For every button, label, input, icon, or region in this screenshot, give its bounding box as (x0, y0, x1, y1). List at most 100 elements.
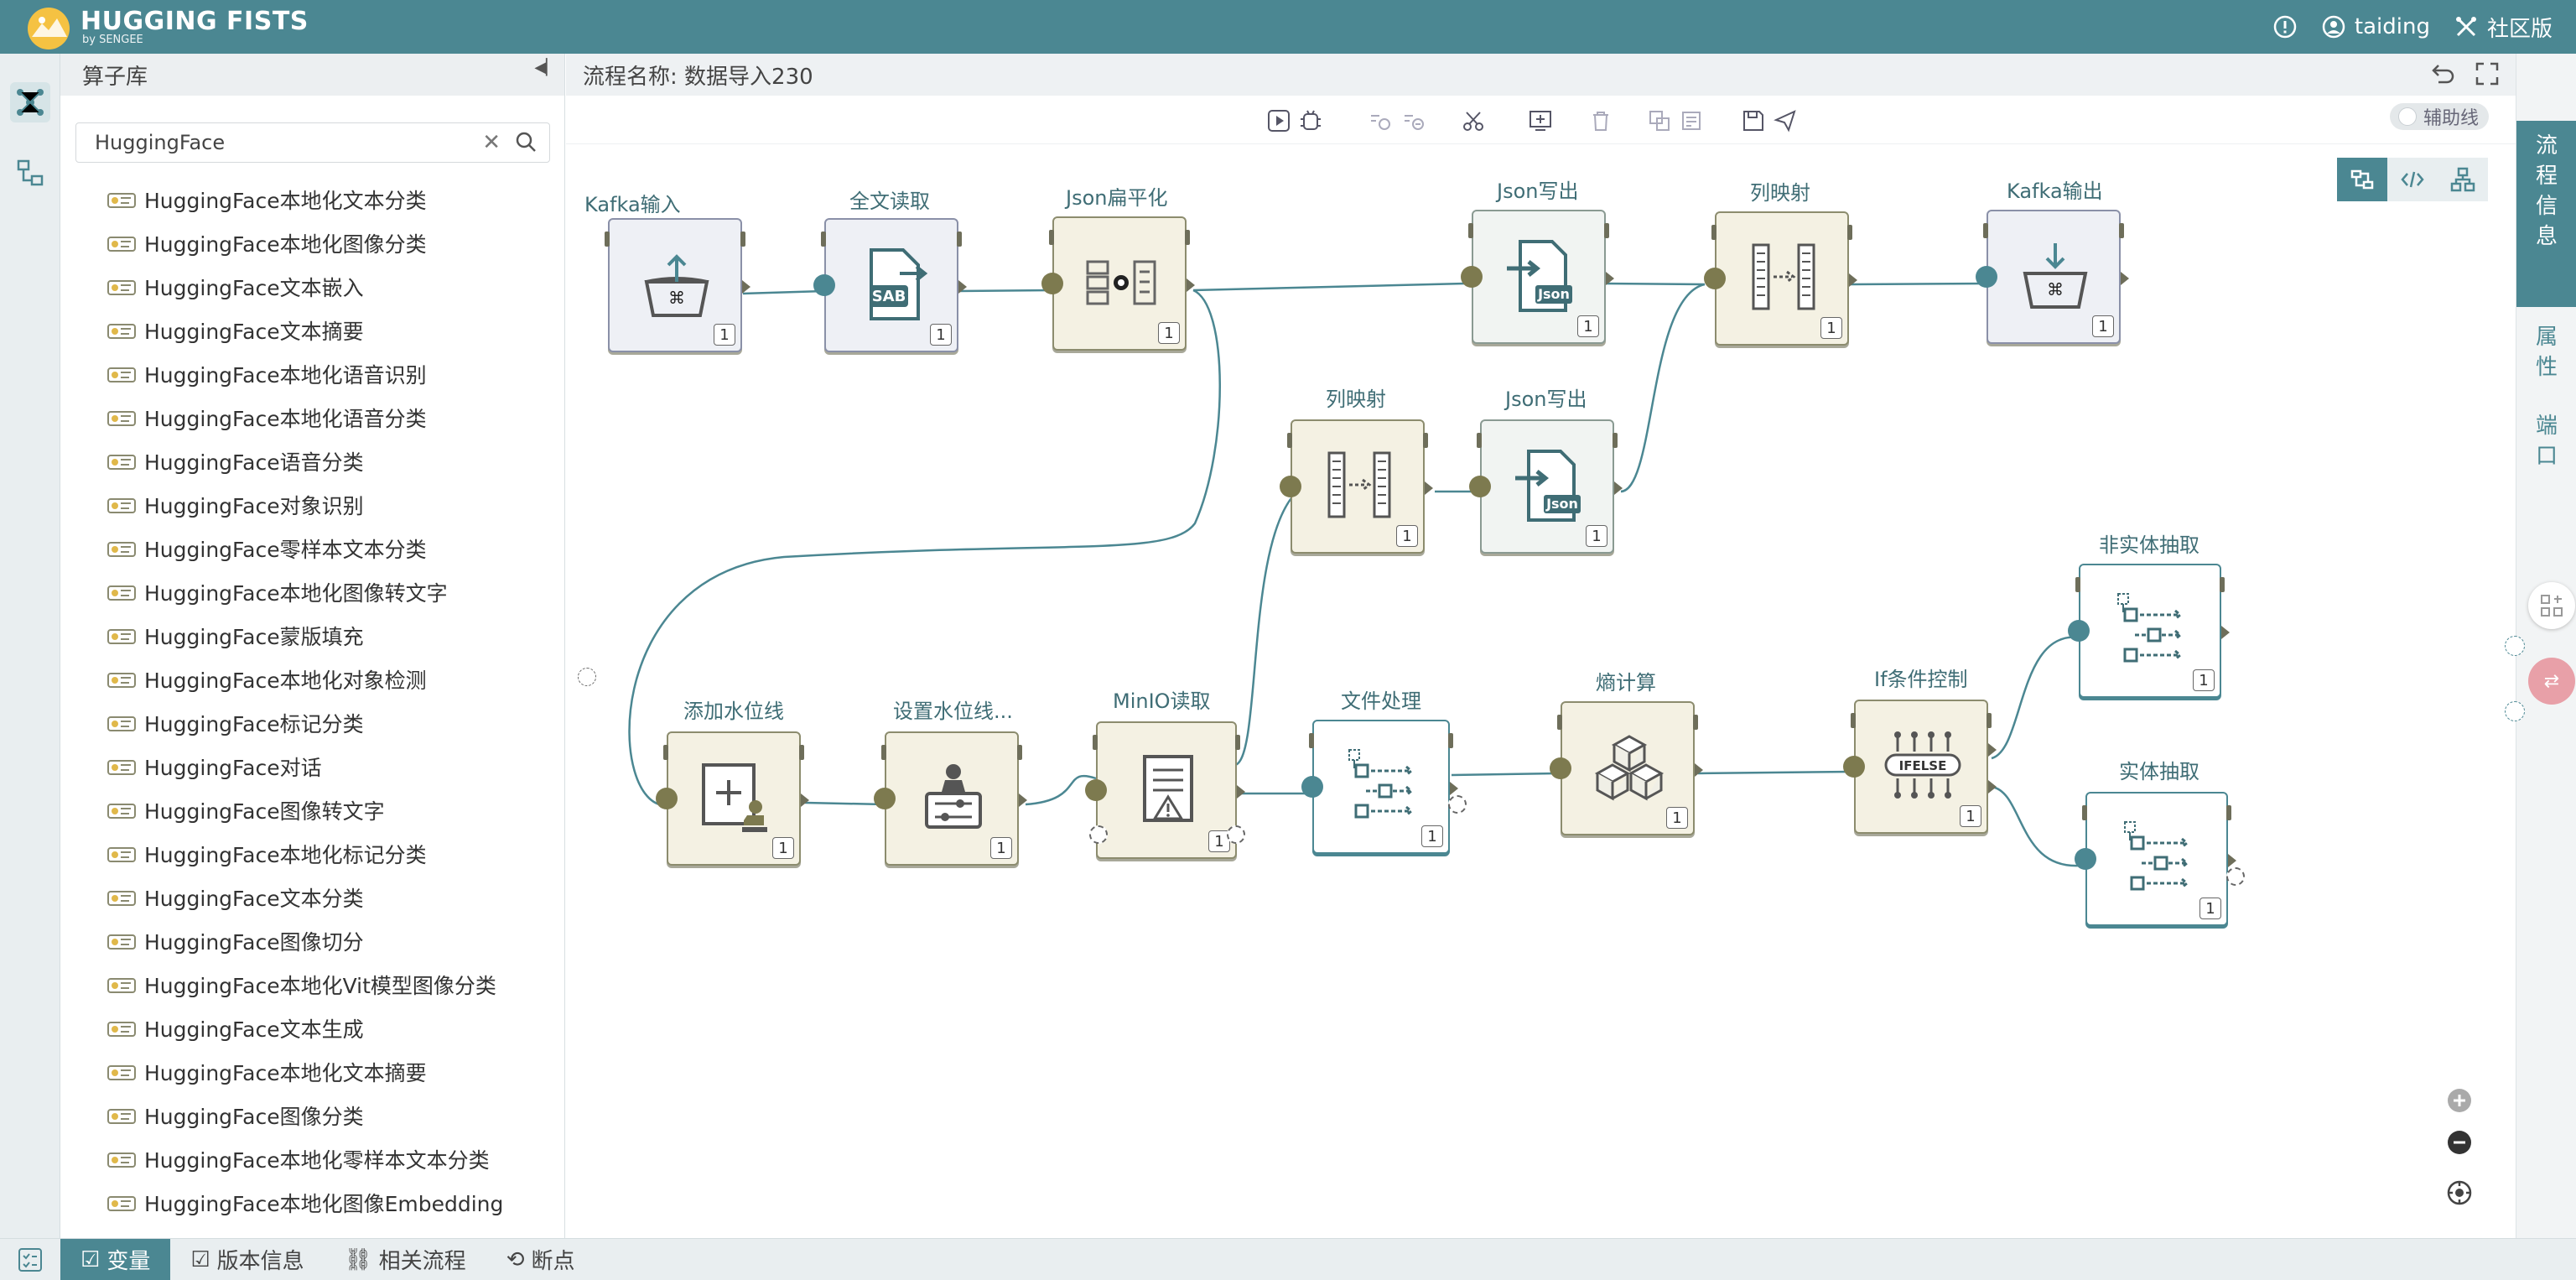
operator-item[interactable]: HuggingFace图像分类 (60, 1094, 565, 1137)
alert-button[interactable] (2272, 14, 2298, 39)
operator-item[interactable]: HuggingFace本地化图像分类 (60, 221, 565, 265)
input-port[interactable] (1550, 757, 1571, 779)
fullscreen-icon[interactable] (2474, 60, 2501, 87)
node-box[interactable]: 1 (1287, 419, 1433, 554)
tab-flow-info[interactable]: 流程信息 (2516, 121, 2576, 307)
output-arrow[interactable] (1614, 481, 1623, 495)
node-box[interactable]: 1 (1711, 211, 1857, 346)
operator-item[interactable]: HuggingFace本地化Vit模型图像分类 (60, 963, 565, 1007)
operator-item[interactable]: HuggingFace本地化对象检测 (60, 658, 565, 701)
paste-icon[interactable] (1680, 109, 1703, 133)
fit-view-icon[interactable] (2446, 1179, 2473, 1206)
operator-item[interactable]: HuggingFace文本生成 (60, 1007, 565, 1050)
node-box[interactable]: 1 (2082, 792, 2236, 926)
node-box[interactable]: 1 (663, 731, 809, 866)
user-menu[interactable]: taiding (2321, 14, 2430, 39)
operator-item[interactable]: HuggingFace图像切分 (60, 919, 565, 963)
canvas-port-left[interactable] (578, 668, 596, 686)
node-box[interactable]: 1 (1557, 701, 1703, 835)
input-port[interactable] (813, 274, 835, 296)
clear-icon[interactable]: ✕ (482, 130, 501, 155)
output-arrow[interactable] (801, 793, 809, 807)
bottom-tab-0[interactable]: ☑变量 (60, 1238, 171, 1280)
output-arrow[interactable] (742, 280, 750, 294)
input-port[interactable] (1976, 266, 1997, 288)
output-arrow[interactable] (1425, 481, 1433, 495)
input-port[interactable] (1085, 779, 1107, 801)
bottom-tab-1[interactable]: ☑版本信息 (170, 1239, 324, 1280)
debug-icon[interactable] (1299, 109, 1322, 133)
step-over-icon[interactable] (1401, 109, 1425, 133)
input-port[interactable] (2068, 620, 2090, 642)
view-flow-button[interactable] (2337, 158, 2387, 201)
undo-icon[interactable] (2428, 60, 2455, 87)
output-arrow[interactable] (2221, 626, 2230, 639)
output-arrow[interactable] (1237, 785, 1245, 799)
view-tree-button[interactable] (2438, 158, 2488, 201)
operator-item[interactable]: HuggingFace本地化图像分类 (60, 1225, 565, 1236)
add-screen-icon[interactable] (1529, 109, 1552, 133)
right-port-1[interactable] (2505, 636, 2525, 656)
input-port[interactable] (1469, 476, 1491, 497)
input-port[interactable] (1461, 266, 1483, 288)
operator-item[interactable]: HuggingFace文本摘要 (60, 309, 565, 352)
output-arrow[interactable] (1849, 273, 1857, 287)
input-port[interactable] (1843, 756, 1865, 778)
input-port[interactable] (1301, 776, 1323, 798)
operator-item[interactable]: HuggingFace本地化标记分类 (60, 832, 565, 876)
input-port[interactable] (2075, 848, 2096, 870)
operator-item[interactable]: HuggingFace文本嵌入 (60, 265, 565, 309)
operator-item[interactable]: HuggingFace对象识别 (60, 483, 565, 527)
empty-output-port[interactable] (1448, 795, 1467, 814)
input-port[interactable] (874, 788, 896, 809)
operator-item[interactable]: HuggingFace本地化零样本文本分类 (60, 1137, 565, 1181)
output-arrow[interactable] (1988, 780, 1997, 793)
operator-item[interactable]: HuggingFace图像转文字 (60, 788, 565, 832)
node-box[interactable]: 1 (2075, 564, 2230, 698)
translate-button[interactable]: ⇄ (2528, 658, 2575, 705)
search-input[interactable]: HuggingFace ✕ (75, 122, 550, 163)
publish-icon[interactable] (1774, 109, 1797, 133)
rail-flows[interactable] (10, 153, 50, 193)
bottom-tab-2[interactable]: ⛓相关流程 (325, 1239, 486, 1280)
view-code-button[interactable] (2387, 158, 2438, 201)
operator-item[interactable]: HuggingFace本地化文本分类 (60, 178, 565, 221)
operator-item[interactable]: HuggingFace本地化文本摘要 (60, 1050, 565, 1094)
operator-item[interactable]: HuggingFace标记分类 (60, 701, 565, 745)
copy-icon[interactable] (1648, 109, 1671, 133)
output-arrow[interactable] (958, 280, 967, 294)
input-port[interactable] (1704, 268, 1726, 289)
node-box[interactable]: 1 (1093, 721, 1245, 859)
checklist-button[interactable] (0, 1239, 60, 1280)
tab-ports[interactable]: 端口 (2535, 414, 2558, 469)
node-box[interactable]: 1 (1309, 720, 1458, 854)
node-box[interactable]: 1 (1049, 216, 1195, 351)
input-port[interactable] (1041, 273, 1063, 294)
node-box[interactable]: ⌘1 (1983, 210, 2129, 344)
node-box[interactable]: ⌘1 (605, 218, 750, 352)
operator-item[interactable]: HuggingFace本地化图像Embedding (60, 1181, 565, 1225)
save-icon[interactable] (1742, 109, 1765, 133)
bottom-tab-3[interactable]: ⟲断点 (486, 1239, 595, 1280)
node-box[interactable]: 1 (881, 731, 1027, 866)
output-arrow[interactable] (1187, 278, 1195, 292)
operator-item[interactable]: HuggingFace本地化语音分类 (60, 396, 565, 440)
edition-button[interactable]: 社区版 (2454, 12, 2553, 43)
trash-icon[interactable] (1589, 109, 1613, 133)
guide-line-toggle[interactable]: 辅助线 (2390, 103, 2489, 130)
run-icon[interactable] (1267, 109, 1291, 133)
input-port[interactable] (1280, 476, 1301, 497)
scissors-icon[interactable] (1462, 109, 1485, 133)
output-arrow[interactable] (2121, 272, 2129, 285)
operator-item[interactable]: HuggingFace文本分类 (60, 876, 565, 919)
operator-item[interactable]: HuggingFace蒙版填充 (60, 614, 565, 658)
step-icon[interactable] (1368, 109, 1391, 133)
zoom-out-icon[interactable] (2446, 1129, 2473, 1156)
right-port-2[interactable] (2505, 701, 2525, 721)
extra-output-port[interactable] (1227, 825, 1245, 844)
output-arrow[interactable] (1019, 793, 1027, 807)
rail-operators[interactable] (10, 82, 50, 122)
